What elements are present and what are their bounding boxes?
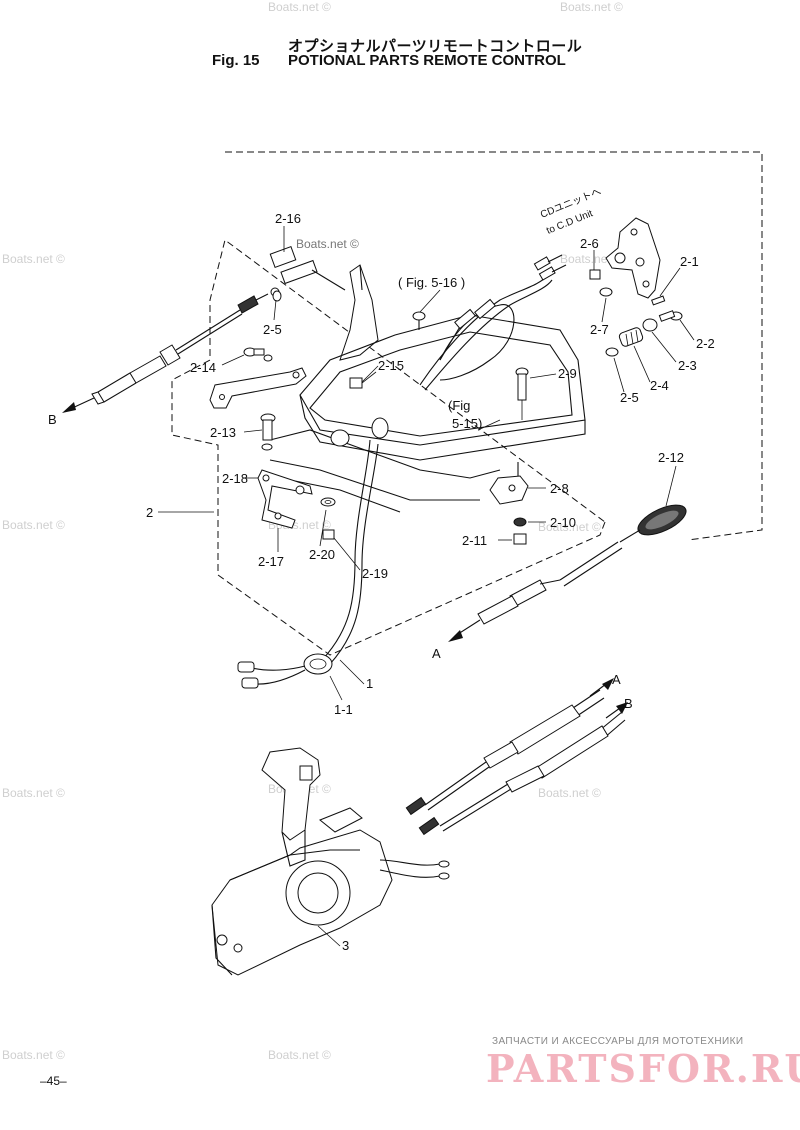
title-japanese: オプショナルパーツリモートコントロール xyxy=(288,38,583,55)
nut-2-11 xyxy=(513,533,527,545)
part-label: 2-7 xyxy=(590,322,609,337)
bracket-2-14 xyxy=(209,367,307,409)
bolt-2-14 xyxy=(243,347,273,362)
arrow-label-b: B xyxy=(48,412,57,427)
page-number: –45– xyxy=(40,1074,67,1088)
part-label: 2-19 xyxy=(362,566,388,581)
shop-tagline: ЗАПЧАСТИ И АКСЕССУАРЫ ДЛЯ МОТОТЕХНИКИ xyxy=(492,1036,744,1047)
watermark-inline: Boats.net © xyxy=(296,237,359,251)
watermark: Boats.net © xyxy=(268,1048,331,1062)
screw-fig-5-16 xyxy=(412,311,426,330)
wiring-harness xyxy=(419,254,567,391)
shop-logo: PARTSFOR.RU xyxy=(486,1046,800,1091)
part-label: 3 xyxy=(342,938,349,953)
arrow-b-lower xyxy=(605,702,628,719)
washer-2-20 xyxy=(320,497,336,507)
grommet-1-1 xyxy=(303,653,333,675)
watermark: Boats.net © xyxy=(560,252,623,266)
ref-fig-5-15-line2: 5-15) xyxy=(452,416,482,431)
cable-plugs xyxy=(237,661,306,689)
bolt-2-13 xyxy=(260,413,276,451)
cable-joint-2-16 xyxy=(269,246,346,291)
watermark: Boats.net © xyxy=(560,0,623,14)
watermark: Boats.net © xyxy=(538,786,601,800)
ref-fig-5-15-line1: (Fig xyxy=(448,398,470,413)
washer-2-5 xyxy=(605,347,619,357)
nut-2-6 xyxy=(589,269,601,280)
bolt-2-1 xyxy=(651,295,666,306)
part-label: 2-2 xyxy=(696,336,715,351)
washer-2-5-left xyxy=(272,290,282,302)
bracket-2-17 xyxy=(257,469,313,529)
clamp-2-15 xyxy=(349,371,377,389)
cable-b-shifter xyxy=(91,287,280,405)
part-label: 2 xyxy=(146,505,153,520)
frame-boss xyxy=(330,417,389,447)
part-label: 2-14 xyxy=(190,360,216,375)
part-label: 2-18 xyxy=(222,471,248,486)
part-label: 1-1 xyxy=(334,702,353,717)
part-label: 2-5 xyxy=(620,390,639,405)
leader-lines xyxy=(158,226,695,947)
washer-2-10 xyxy=(513,517,527,527)
arrow-b-upper xyxy=(62,397,95,413)
part-label: 2-10 xyxy=(550,515,576,530)
part-label: 2-16 xyxy=(275,211,301,226)
part-label: 2-20 xyxy=(309,547,335,562)
part-label: 2-1 xyxy=(680,254,699,269)
throttle-lever xyxy=(339,264,379,361)
part-label: 2-9 xyxy=(558,366,577,381)
cables-a-b-lower xyxy=(405,689,626,836)
figure-number: Fig. 15 xyxy=(212,52,260,69)
pin-2-2 xyxy=(658,310,683,322)
engine-frame xyxy=(269,314,586,513)
watermark: Boats.net © xyxy=(2,786,65,800)
nut-2-19 xyxy=(322,529,335,540)
bolt-2-9 xyxy=(515,367,529,401)
part-label: 2-4 xyxy=(650,378,669,393)
bracket-2-8 xyxy=(489,462,529,505)
part-label: 2-8 xyxy=(550,481,569,496)
part-label: 2-12 xyxy=(658,450,684,465)
part-label: 2-3 xyxy=(678,358,697,373)
watermark: Boats.net © xyxy=(268,0,331,14)
arrow-label-a: A xyxy=(612,672,621,687)
arrow-label-b: B xyxy=(624,696,633,711)
remote-control-box xyxy=(211,747,450,976)
watermark: Boats.net © xyxy=(2,1048,65,1062)
title-english: POTIONAL PARTS REMOTE CONTROL xyxy=(288,52,566,69)
part-label: 1 xyxy=(366,676,373,691)
link-plate-2-1 xyxy=(605,217,661,299)
watermark: Boats.net © xyxy=(2,252,65,266)
cable-1 xyxy=(321,439,379,665)
assembly-boundary xyxy=(171,151,763,656)
arrow-a-upper xyxy=(448,619,481,642)
part-label: 2-5 xyxy=(263,322,282,337)
ref-fig-5-16: ( Fig. 5-16 ) xyxy=(398,275,465,290)
watermark: Boats.net © xyxy=(2,518,65,532)
part-label: 2-6 xyxy=(580,236,599,251)
spring-2-4 xyxy=(618,327,644,347)
washer-2-7 xyxy=(599,287,613,297)
part-label: 2-15 xyxy=(378,358,404,373)
part-label: 2-11 xyxy=(462,533,487,548)
cable-a-throttle xyxy=(477,529,641,625)
collar-2-3 xyxy=(642,318,658,332)
arrow-a-lower xyxy=(589,678,614,697)
page-header: オプショナルパーツリモートコントロール Fig. 15 POTIONAL PAR… xyxy=(0,0,800,80)
part-label: 2-13 xyxy=(210,425,236,440)
arrow-label-a: A xyxy=(432,646,441,661)
watermark: Boats.net © xyxy=(538,520,601,534)
grommet-2-12 xyxy=(637,504,687,536)
part-label: 2-17 xyxy=(258,554,284,569)
